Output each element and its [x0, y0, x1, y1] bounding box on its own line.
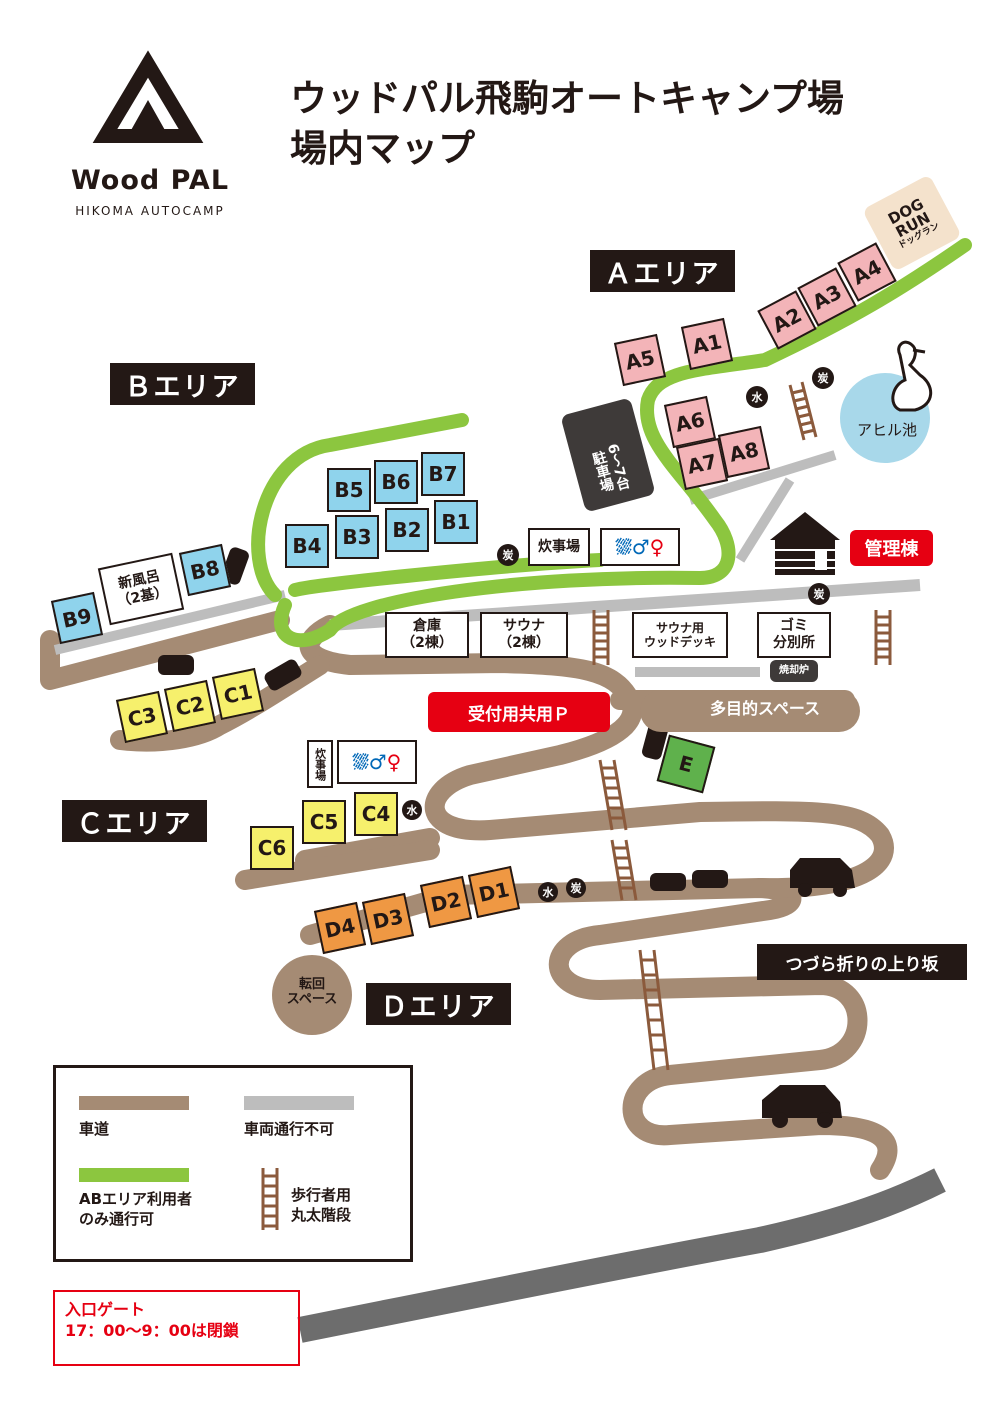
legend-stairs-icon: [261, 1168, 279, 1230]
charcoal-marker-a: 炭: [812, 367, 834, 389]
kitchen-ab[interactable]: 炊事場: [528, 528, 590, 566]
charcoal-marker-d: 炭: [566, 878, 586, 898]
shower-toilet-c[interactable]: ⛆ ♂♀: [337, 740, 417, 784]
log-stairs: [592, 381, 892, 1071]
gate-notice: 入口ゲート 17：00〜9：00は閉鎖: [53, 1290, 300, 1366]
water-marker-d: 水: [538, 882, 558, 902]
duck-icon: [891, 340, 933, 412]
reception-parking[interactable]: 受付用共用Ｐ: [428, 692, 610, 732]
site-a1[interactable]: A1: [680, 317, 734, 371]
site-d1[interactable]: D1: [467, 865, 521, 919]
site-a5[interactable]: A5: [613, 333, 667, 387]
logo-subtitle: HIKOMA AUTOCAMP: [75, 204, 225, 218]
legend: 車道 車両通行不可 ABエリア利用者 のみ通行可 歩行者用 丸太階段: [53, 1065, 413, 1262]
legend-road-label: 車道: [79, 1120, 110, 1138]
office-label[interactable]: 管理棟: [850, 530, 933, 566]
sauna-building[interactable]: サウナ （2棟）: [480, 612, 568, 658]
site-b2[interactable]: B2: [385, 508, 429, 552]
page-title: ウッドパル飛駒オートキャンプ場: [290, 77, 844, 120]
site-d2[interactable]: D2: [419, 875, 473, 929]
site-c1[interactable]: C1: [211, 667, 265, 721]
site-b4[interactable]: B4: [285, 524, 329, 568]
sauna-deck[interactable]: サウナ用 ウッドデッキ: [632, 612, 728, 658]
multipurpose-shape: [640, 690, 860, 732]
legend-road-swatch: [79, 1096, 189, 1110]
incinerator: 焼却炉: [770, 660, 818, 682]
area-label-d: Ｄエリア: [366, 983, 511, 1025]
charcoal-marker-office: 炭: [808, 583, 830, 605]
area-label-b: Ｂエリア: [110, 363, 255, 405]
shower-icon-c: ⛆: [352, 750, 369, 774]
site-c5[interactable]: C5: [302, 800, 346, 844]
turnaround-shape: [272, 955, 352, 1035]
shower-icon: ⛆: [615, 535, 632, 559]
legend-ab-label: ABエリア利用者 のみ通行可: [79, 1190, 193, 1228]
site-b6[interactable]: B6: [374, 460, 418, 504]
cabin-icon: [770, 512, 840, 575]
site-d3[interactable]: D3: [361, 892, 415, 946]
legend-no-vehicles-label: 車両通行不可: [244, 1120, 335, 1138]
garbage-station[interactable]: ゴミ 分別所: [757, 612, 831, 658]
parking-sign: [562, 399, 654, 511]
site-b9[interactable]: B9: [50, 591, 104, 645]
kitchen-c[interactable]: 炊事場: [307, 740, 333, 788]
site-b3[interactable]: B3: [335, 515, 379, 559]
site-c4[interactable]: C4: [354, 792, 398, 836]
toilet-icon: ♂♀: [631, 535, 665, 559]
site-a8[interactable]: A8: [717, 425, 771, 479]
area-label-c: Ｃエリア: [62, 800, 207, 842]
logo-name: Wood PAL: [70, 165, 230, 196]
turnaround-label: 転回 スペース: [286, 977, 338, 1007]
site-b5[interactable]: B5: [327, 468, 371, 512]
site-d4[interactable]: D4: [313, 901, 367, 955]
site-c6[interactable]: C6: [250, 826, 294, 870]
shower-toilet-ab[interactable]: ⛆ ♂♀: [600, 528, 680, 566]
gate-title: 入口ゲート: [65, 1300, 146, 1319]
pond-label: アヒル池: [856, 421, 917, 439]
site-b8[interactable]: B8: [178, 543, 232, 597]
legend-ab-swatch: [79, 1168, 189, 1182]
toilet-icon-c: ♂♀: [368, 750, 402, 774]
area-label-a: Ａエリア: [590, 250, 735, 292]
storage-building[interactable]: 倉庫 （2棟）: [385, 612, 469, 658]
logo-mark: [92, 50, 204, 143]
site-b7[interactable]: B7: [421, 452, 465, 496]
multipurpose-label: 多目的スペース: [709, 699, 821, 718]
car-icons: [158, 547, 855, 1128]
charcoal-marker-b: 炭: [497, 544, 519, 566]
gate-hours: 17：00〜9：00は閉鎖: [65, 1320, 239, 1340]
page-subtitle: 場内マップ: [290, 127, 475, 170]
slope-label: つづら折りの上り坂: [757, 944, 967, 980]
site-b1[interactable]: B1: [434, 500, 478, 544]
legend-stairs-label: 歩行者用 丸太階段: [291, 1186, 352, 1224]
water-marker-c: 水: [402, 800, 422, 820]
legend-no-vehicles-swatch: [244, 1096, 354, 1110]
site-c2[interactable]: C2: [163, 679, 217, 733]
water-marker-a: 水: [746, 386, 768, 408]
entrance-road: [297, 1168, 946, 1343]
site-c3[interactable]: C3: [115, 690, 169, 744]
